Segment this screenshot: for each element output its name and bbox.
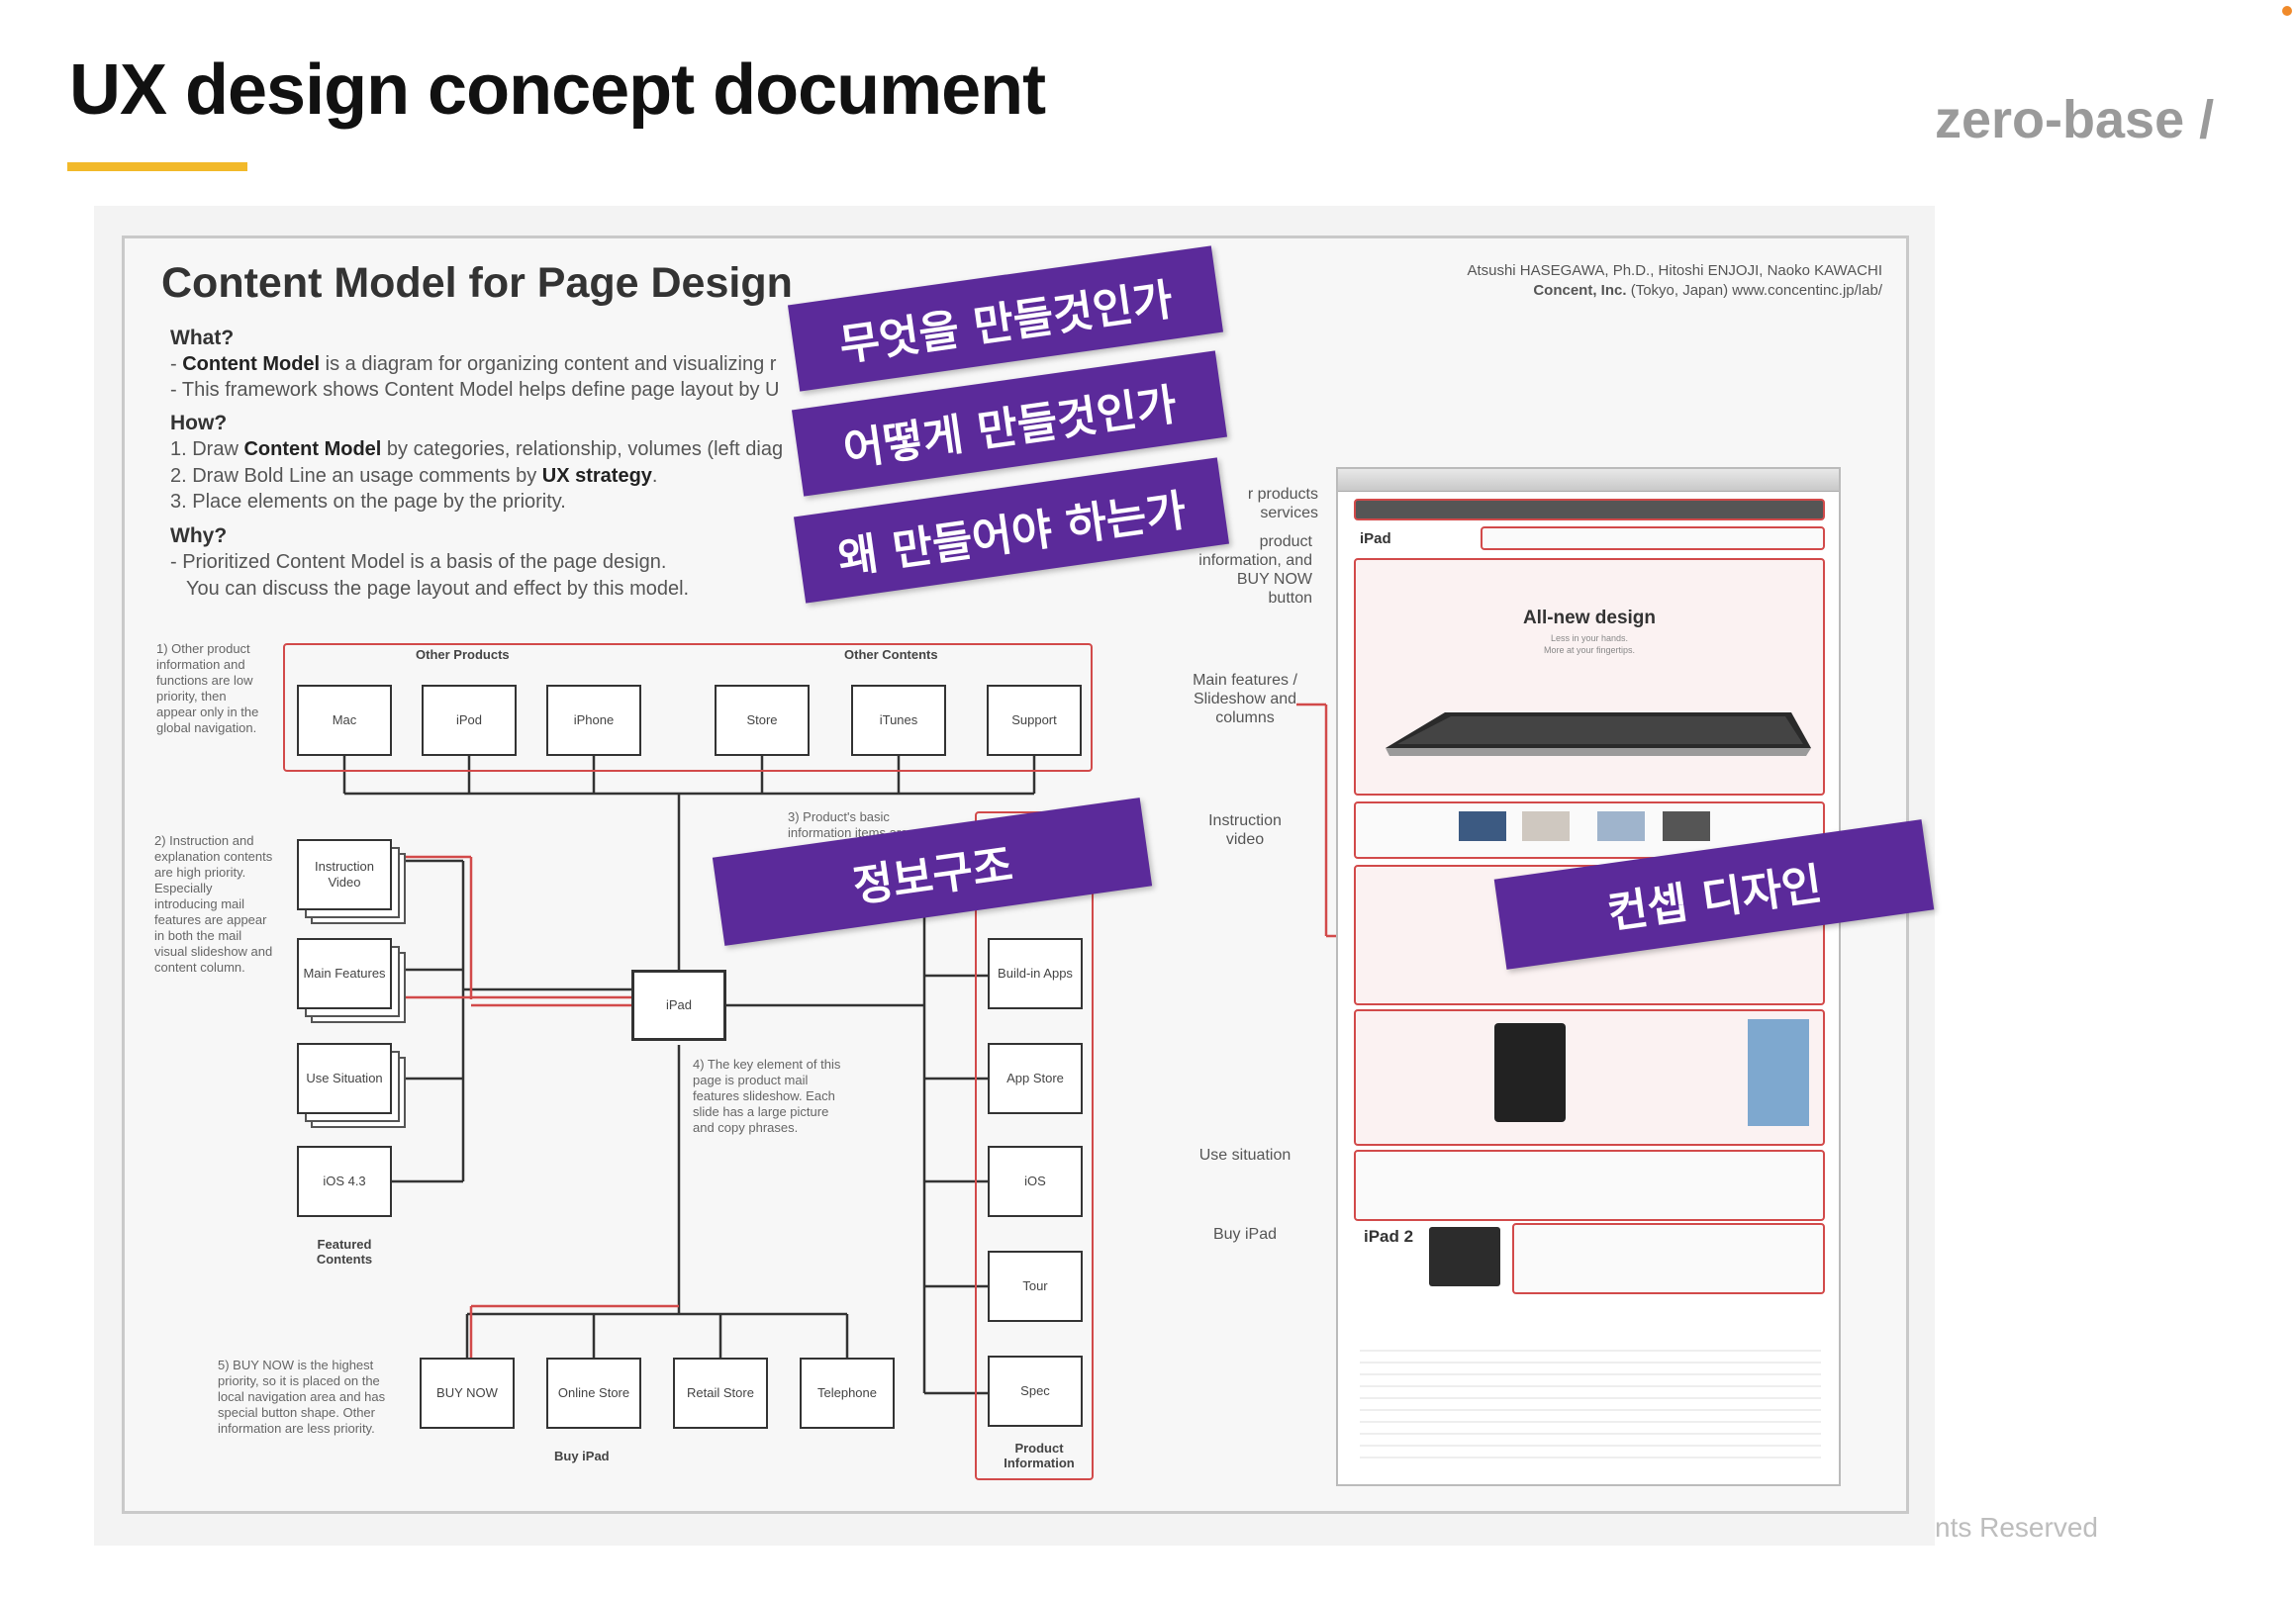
note-1: 1) Other product information and functio… [156,641,259,735]
what-heading: What? [170,327,235,349]
apple-page-mockup: iPad All-new design Less in your hands. … [1336,467,1841,1486]
document-title: Content Model for Page Design [161,259,793,307]
browser-toolbar [1338,469,1839,492]
why-line-2: You can discuss the page layout and effe… [186,578,690,600]
how-heading: How? [170,412,228,434]
top-nav-group-frame [283,643,1093,772]
how-line-1: 1. Draw Content Model by categories, rel… [170,438,783,461]
node-ipod: iPod [422,685,517,756]
group-label-other-contents: Other Contents [844,647,938,662]
ipad-photo [1386,712,1811,756]
footer-rights: nts Reserved [1935,1512,2098,1543]
note-5: 5) BUY NOW is the highest priority, so i… [218,1358,386,1436]
mockup-video-row [1354,801,1825,859]
company-line: Concent, Inc. (Tokyo, Japan) www.concent… [1287,281,1882,301]
mockup-local-nav [1481,526,1825,550]
group-label-featured: Featured Contents [316,1237,373,1267]
label-instruction-video: Instruction video [1208,812,1282,848]
label-use-situation: Use situation [1198,1147,1292,1164]
authors: Atsushi HASEGAWA, Ph.D., Hitoshi ENJOJI,… [1287,261,1882,301]
slide-title: UX design concept document [69,50,1046,130]
title-underline [67,162,247,171]
how-line-1-pre: 1. Draw [170,438,239,460]
mockup-hero-sub-2: More at your fingertips. [1543,645,1636,655]
author-names: Atsushi HASEGAWA, Ph.D., Hitoshi ENJOJI,… [1467,262,1882,279]
company-location: (Tokyo, Japan) www.concentinc.jp/lab/ [1630,282,1882,299]
node-mac: Mac [297,685,392,756]
what-line-2: - This framework shows Content Model hel… [170,379,780,401]
label-product-info-buy-now: product information, and BUY NOW button [1198,533,1312,607]
group-label-other-products: Other Products [416,647,510,662]
group-label-product-info: Product Information [1004,1441,1075,1470]
smart-cover-photo [1748,1019,1809,1126]
how-line-2-bold: UX strategy [541,465,652,487]
video-thumb-icon [1597,811,1645,841]
mockup-ipad2-label: iPad 2 [1364,1227,1414,1246]
mockup-footer-links [1360,1340,1821,1458]
node-online-store: Online Store [546,1358,641,1429]
node-spec: Spec [988,1356,1083,1427]
node-itunes: iTunes [851,685,946,756]
note-4: 4) The key element of this page is produ… [693,1057,841,1135]
node-instruction-video: Instruction Video [297,839,392,910]
node-retail-store: Retail Store [673,1358,768,1429]
note-3: 3) Product's basic information items are [788,809,909,840]
node-store: Store [715,685,810,756]
node-buy-now: BUY NOW [420,1358,515,1429]
node-ios-43: iOS 4.3 [297,1146,392,1217]
node-ipad-center: iPad [631,970,726,1041]
company-name: Concent, Inc. [1533,282,1627,299]
node-tour: Tour [988,1251,1083,1322]
video-thumb-icon [1522,811,1570,841]
video-thumb-icon [1459,811,1506,841]
mockup-hero: All-new design Less in your hands. More … [1354,558,1825,796]
label-main-features: Main features / Slideshow and columns [1193,672,1297,726]
what-line-1-rest: is a diagram for organizing content and … [325,353,777,375]
what-line-1-bold: Content Model [182,353,321,375]
mockup-page-name: iPad [1360,530,1391,547]
why-heading: Why? [170,524,228,547]
node-support: Support [987,685,1082,756]
node-build-in-apps: Build-in Apps [988,938,1083,1009]
label-products-services: r products services [1247,486,1318,521]
how-line-2: 2. Draw Bold Line an usage comments by U… [170,465,658,487]
note-2: 2) Instruction and explanation contents … [154,833,273,975]
mockup-global-nav [1354,499,1825,520]
mockup-hero-sub-1: Less in your hands. [1550,633,1629,643]
ipad-facetime-photo [1494,1023,1566,1122]
video-thumb-icon [1663,811,1710,841]
node-iphone: iPhone [546,685,641,756]
node-telephone: Telephone [800,1358,895,1429]
ipad2-photo [1429,1227,1500,1286]
node-app-store: App Store [988,1043,1083,1114]
mockup-buy-options [1512,1223,1825,1294]
label-buy-ipad: Buy iPad [1212,1226,1278,1243]
how-line-3: 3. Place elements on the page by the pri… [170,491,566,513]
mockup-use-situation [1354,1150,1825,1221]
node-main-features: Main Features [297,938,392,1009]
how-line-1-bold: Content Model [243,438,382,460]
group-label-buy: Buy iPad [554,1449,610,1463]
why-line-1: - Prioritized Content Model is a basis o… [170,551,667,573]
brand-logo: zero-base / [1935,90,2215,149]
node-ios: iOS [988,1146,1083,1217]
recording-indicator-dot [2282,6,2292,16]
node-use-situation: Use Situation [297,1043,392,1114]
mockup-features-row-2 [1354,1009,1825,1146]
mockup-hero-title: All-new design [1522,608,1657,628]
what-line-1: - Content Model is a diagram for organiz… [170,353,777,375]
how-line-2-pre: 2. Draw Bold Line an usage comments by [170,465,537,487]
how-line-1-rest: by categories, relationship, volumes (le… [386,438,784,460]
